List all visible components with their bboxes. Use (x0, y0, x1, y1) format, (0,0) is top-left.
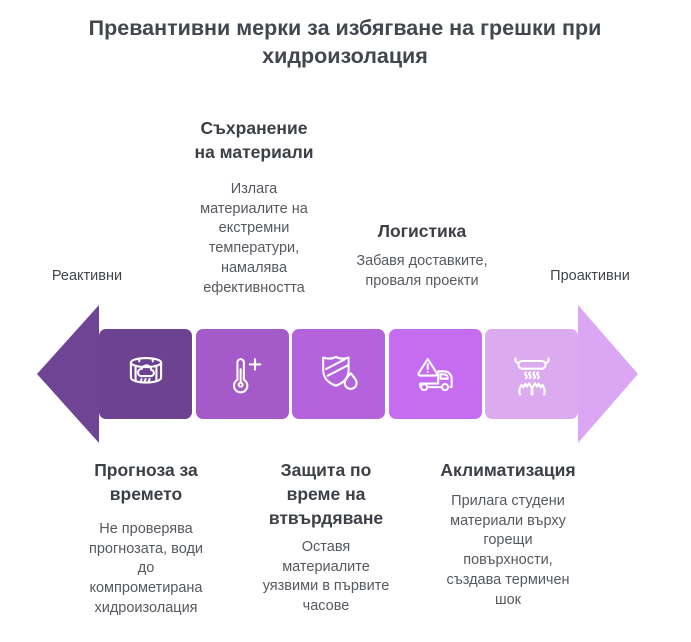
arrow-right-head (578, 305, 638, 443)
truck-warning-icon (417, 357, 453, 392)
shield-droplet-icon (321, 355, 358, 390)
step-tile-logistics (388, 329, 482, 419)
step-tile-curing (292, 329, 385, 419)
step-tile-weather (99, 329, 192, 419)
step-description-weather: Не проверява прогнозата, води до компром… (88, 521, 204, 616)
thermometer-plus-icon (232, 358, 262, 394)
step-heading-logistics: Логистика (377, 221, 467, 241)
step-heading-acclimatization: Аклиматизация (440, 460, 576, 480)
step-description-logistics: Забавя доставките, проваля проекти (356, 253, 488, 289)
step-description-curing: Оставя материалите уязвими в първите час… (262, 539, 390, 615)
step-heading-weather: Прогноза за времето (94, 460, 198, 505)
arrow-left-head (37, 305, 99, 443)
step-heading-storage: Съхранение на материали (194, 118, 314, 163)
step-heading-curing: Защита по време на втвърдяване (268, 460, 384, 529)
step-icon-row (99, 329, 578, 419)
hand-dryer-icon (513, 357, 550, 396)
axis-label-reactive: Реактивни (51, 268, 123, 284)
step-tile-acclimatization (485, 329, 578, 419)
axis-label-proactive: Проактивни (550, 268, 630, 284)
step-description-acclimatization: Прилага студени материали върху горещи п… (446, 493, 570, 608)
step-description-storage: Излага материалите на екстремни температ… (200, 181, 308, 296)
page-title: Превантивни мерки за избягване на грешки… (88, 16, 602, 69)
weather-forecast-icon (129, 357, 162, 384)
step-tile-storage (195, 329, 289, 419)
